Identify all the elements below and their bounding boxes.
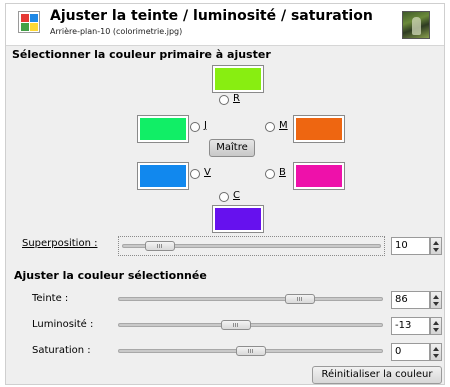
dialog-header: Ajuster la teinte / luminosité / saturat… — [6, 4, 444, 46]
radio-green[interactable] — [190, 169, 200, 179]
radio-label-cyan: C — [233, 190, 240, 201]
swatch-magenta[interactable] — [294, 116, 344, 142]
overlap-slider-handle[interactable] — [144, 241, 175, 251]
overlap-label: Superposition : — [22, 238, 98, 249]
spin-down-icon — [433, 248, 439, 252]
swatch-cyan[interactable] — [213, 206, 263, 232]
hue-spin-button[interactable] — [430, 291, 442, 309]
dialog-title: Ajuster la teinte / luminosité / saturat… — [50, 8, 373, 24]
hue-label: Teinte : — [32, 293, 69, 304]
lightness-slider-handle[interactable] — [221, 320, 252, 330]
radio-label-red: R — [233, 93, 240, 104]
overlap-spin-button[interactable] — [430, 237, 442, 255]
radio-label-magenta: M — [279, 120, 288, 131]
spin-up-icon — [433, 241, 439, 245]
swatch-green[interactable] — [138, 163, 188, 189]
swatch-yellow[interactable] — [138, 116, 188, 142]
dialog-subtitle: Arrière-plan-10 (colorimetrie.jpg) — [50, 27, 183, 36]
radio-cyan[interactable] — [219, 192, 229, 202]
radio-label-yellow: J — [204, 120, 207, 131]
master-button[interactable]: Maître — [209, 139, 255, 157]
primary-color-section-title: Sélectionner la couleur primaire à ajust… — [12, 48, 271, 61]
saturation-spin-button[interactable] — [430, 343, 442, 361]
lightness-spin-button[interactable] — [430, 317, 442, 335]
hue-saturation-icon — [18, 11, 40, 33]
spin-down-icon — [433, 302, 439, 306]
overlap-value-field[interactable]: 10 — [391, 237, 430, 255]
lightness-label: Luminosité : — [32, 319, 94, 330]
lightness-value-field[interactable]: -13 — [391, 317, 430, 335]
saturation-value-field[interactable]: 0 — [391, 343, 430, 361]
hue-value-field[interactable]: 86 — [391, 291, 430, 309]
radio-red[interactable] — [219, 95, 229, 105]
adjust-section-title: Ajuster la couleur sélectionnée — [14, 269, 207, 282]
overlap-slider[interactable] — [122, 244, 381, 248]
spin-down-icon — [433, 328, 439, 332]
saturation-slider-handle[interactable] — [235, 346, 266, 356]
spin-up-icon — [433, 321, 439, 325]
radio-label-blue: B — [279, 167, 286, 178]
saturation-label: Saturation : — [32, 345, 91, 356]
radio-magenta[interactable] — [265, 122, 275, 132]
spin-up-icon — [433, 347, 439, 351]
hue-slider[interactable] — [118, 297, 383, 301]
overlap-slider-focus — [118, 236, 385, 256]
image-thumbnail — [402, 11, 430, 39]
radio-yellow[interactable] — [190, 122, 200, 132]
radio-blue[interactable] — [265, 169, 275, 179]
swatch-blue[interactable] — [294, 163, 344, 189]
hue-slider-handle[interactable] — [284, 294, 315, 304]
swatch-red[interactable] — [213, 66, 263, 92]
reset-color-button[interactable]: Réinitialiser la couleur — [312, 366, 442, 384]
spin-down-icon — [433, 354, 439, 358]
spin-up-icon — [433, 295, 439, 299]
radio-label-green: V — [204, 167, 211, 178]
